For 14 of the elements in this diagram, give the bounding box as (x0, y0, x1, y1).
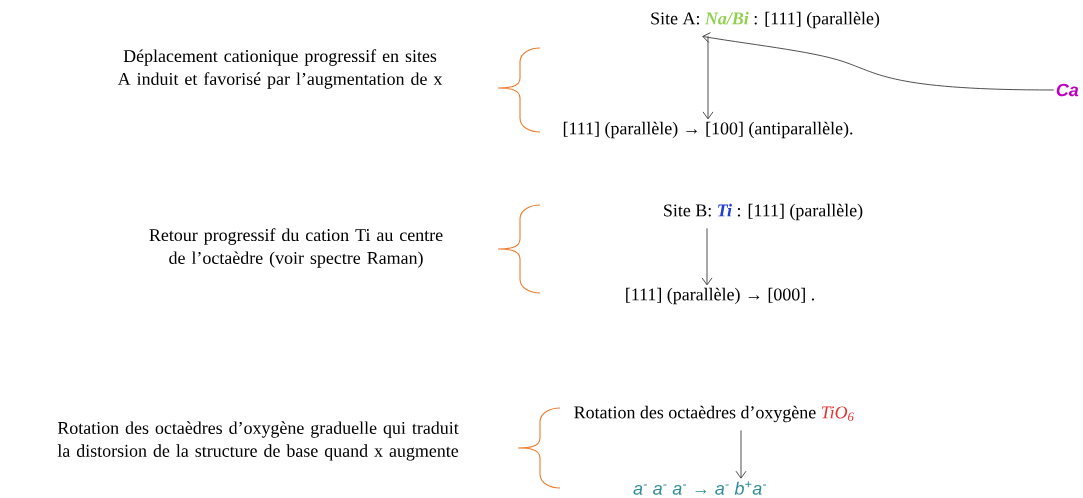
arrow (701, 227, 713, 286)
ion-label: Ca (1056, 83, 1079, 97)
arrow (702, 32, 1055, 91)
description-text: Retour progressif du cation Ti au centre de l’octaèdre (voir spectre Raman) (149, 228, 443, 268)
site-text: Site A: Na/Bi : [111] (parallèle) (651, 11, 880, 29)
arrow (735, 429, 747, 479)
result-text: [111] (parallèle) → [100] (antiparallèle). (563, 121, 853, 139)
description-text: Rotation des octaèdres d’oxygène graduelle qui traduit la distorsion de la structure de base quand x augmente (57, 421, 459, 461)
result-text: [111] (parallèle) → [000] . (626, 287, 814, 305)
site-text: Site B: Ti : [111] (parallèle) (664, 203, 863, 221)
arrow (702, 35, 714, 120)
tilt-notation: a$^{-}$ a$^{-}$ a$^{-}$ → a$^{-}$ b$^{+}$a$^{-}$ (633, 481, 767, 495)
rotation-text: Rotation des octaèdres d’oxygène TiO$_{6}$ (574, 405, 854, 423)
description-text: Déplacement cationique progressif en sites A induit et favorisé par l’augmentation de x (117, 49, 443, 89)
